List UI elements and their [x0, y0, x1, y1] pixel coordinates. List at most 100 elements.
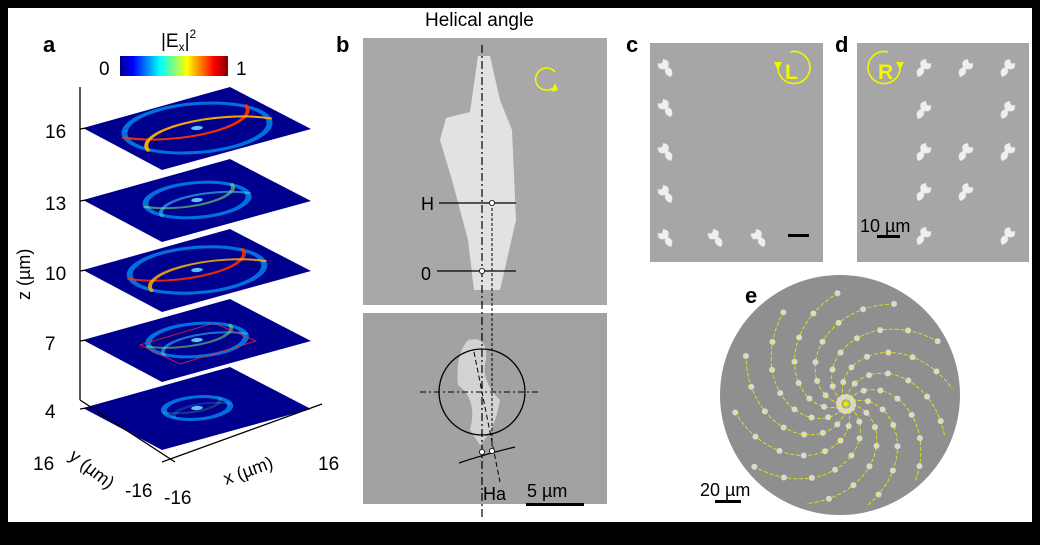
spiral-arm	[845, 372, 945, 436]
spiral-arm	[841, 352, 953, 405]
helix-structure	[916, 182, 932, 202]
angle-arc	[458, 446, 516, 464]
z-tick-mark	[79, 199, 88, 202]
colorbar-max: 1	[236, 59, 247, 80]
point-h	[488, 199, 495, 206]
circular-arrow-left-icon	[777, 50, 811, 85]
x-axis-label: x (µm)	[221, 452, 276, 488]
z-tick-label: 7	[45, 334, 56, 355]
helix-structure	[657, 142, 673, 162]
spiral-arm	[770, 312, 847, 419]
y-tick-bottom: -16	[125, 481, 152, 502]
y-axis	[79, 399, 176, 463]
colorbar-title: |Ex|2	[161, 27, 197, 54]
z-tick-label: 13	[45, 194, 66, 215]
spiral-arm	[806, 403, 878, 504]
helix-structure	[707, 228, 723, 248]
field-slice	[83, 299, 311, 382]
field-slices	[83, 87, 311, 450]
marker-h: H	[421, 194, 434, 214]
sem-spiral-array	[720, 275, 960, 515]
arrowhead-icon	[896, 62, 904, 70]
colorbar	[120, 56, 228, 76]
spiral-arm	[831, 328, 938, 405]
z-tick-mark	[79, 269, 88, 272]
spiral-structure	[864, 353, 870, 360]
svg-text:|Ex|2: |Ex|2	[161, 27, 197, 54]
scale-bar-e-label: 20 µm	[700, 480, 750, 500]
sem-array-left	[650, 43, 823, 262]
spiral-structure	[860, 387, 867, 394]
helix-structure	[916, 100, 932, 120]
scale-bar-d	[877, 235, 900, 238]
point-base-h	[488, 447, 495, 454]
helix-structure	[958, 142, 974, 162]
panel-c-label: c	[626, 32, 638, 57]
helix-structure	[657, 98, 673, 118]
spiral-structure	[845, 423, 852, 429]
z-tick-mark	[79, 339, 88, 342]
field-slice	[83, 159, 311, 242]
panel-a-label: a	[43, 32, 56, 57]
spiral-structure	[829, 383, 836, 390]
angle-line	[473, 351, 501, 483]
helix-structure	[1000, 142, 1016, 162]
marker-0: 0	[421, 264, 431, 284]
point-0	[478, 267, 485, 274]
helix-structure	[1000, 100, 1016, 120]
x-tick-left: -16	[164, 488, 191, 509]
helix-structure	[916, 142, 932, 162]
spiral-arms	[732, 290, 953, 506]
spiral-arm	[845, 389, 922, 482]
helix-structure	[916, 58, 932, 78]
helix-structure	[958, 182, 974, 202]
helix-structure	[958, 58, 974, 78]
spiral-arm	[794, 292, 847, 409]
scale-bar-b	[526, 503, 584, 506]
field-slice	[83, 367, 311, 450]
rotation-arrow-icon	[534, 67, 556, 91]
y-tick-top: 16	[33, 454, 54, 475]
arrowhead-icon	[551, 83, 558, 92]
scale-bar-e	[715, 500, 741, 503]
z-axis-label: z (µm)	[14, 249, 34, 300]
helix-structure	[657, 184, 673, 204]
spiral-structure	[821, 403, 827, 410]
x-axis	[161, 403, 323, 463]
spiral-arm	[845, 399, 898, 506]
handedness-l: L	[785, 61, 798, 84]
spiral-structure	[795, 380, 802, 386]
colorbar-min: 0	[99, 59, 110, 80]
spiral-structure	[812, 359, 819, 366]
scale-bar-c	[788, 234, 809, 237]
helix-structure	[750, 228, 766, 248]
circular-arrow-right-icon	[867, 50, 901, 85]
helix-structure	[657, 58, 673, 78]
helix-structure	[657, 228, 673, 248]
spiral-arm	[734, 403, 851, 456]
spiral-structure	[865, 398, 871, 405]
z-tick-label: 10	[45, 264, 66, 285]
helix-structure	[916, 226, 932, 246]
z-tick-label: 16	[45, 122, 66, 143]
point-base-0	[478, 448, 485, 455]
structures-right	[916, 58, 1016, 246]
spiral-structure	[873, 442, 880, 449]
panel-b-title: Helical angle	[425, 10, 534, 31]
spiral-structure	[840, 379, 847, 385]
field-slice	[83, 229, 311, 312]
field-slice	[83, 87, 311, 170]
structures-left	[657, 58, 766, 248]
spiral-arm	[814, 303, 895, 405]
spiral-structure	[822, 448, 828, 455]
scale-bar-b-label: 5 µm	[527, 481, 567, 501]
sem-array-right	[857, 43, 1029, 262]
helix-structure	[1000, 58, 1016, 78]
spiral-arm	[745, 355, 847, 436]
scale-bar-d-label: 10 µm	[860, 216, 910, 236]
y-axis-label: y (µm)	[66, 445, 119, 492]
spiral-arm	[754, 403, 861, 480]
